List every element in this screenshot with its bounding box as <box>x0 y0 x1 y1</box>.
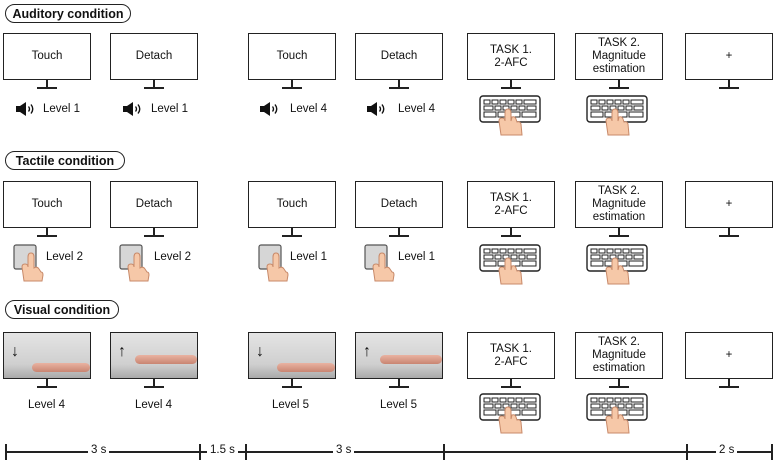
level-label: Level 4 <box>398 103 436 115</box>
speaker-icon <box>366 101 388 117</box>
level-label: Level 2 <box>46 251 84 263</box>
finger-video-frame: ↑ <box>355 332 443 379</box>
keyboard-icon <box>479 95 541 137</box>
finger-video-frame: ↑ <box>110 332 198 379</box>
monitor-screen: Detach <box>355 181 443 228</box>
touchpad-icon <box>257 243 291 283</box>
monitor-screen: Touch <box>248 33 336 80</box>
fixation-cross: + <box>685 332 773 379</box>
keyboard-icon <box>586 244 648 286</box>
timeline-axis <box>5 451 772 453</box>
timeline-tick <box>199 444 201 460</box>
touchpad-icon <box>118 243 152 283</box>
timeline-tick <box>686 444 688 460</box>
monitor-screen: TASK 1.2-AFC <box>467 33 555 80</box>
finger-video-frame: ↓ <box>248 332 336 379</box>
finger-video-frame: ↓ <box>3 332 91 379</box>
level-label: Level 4 <box>290 103 328 115</box>
level-label: Level 4 <box>28 399 66 411</box>
arrow-up-icon: ↑ <box>118 343 126 360</box>
timeline-duration-label: 3 s <box>88 444 110 456</box>
keyboard-icon <box>479 244 541 286</box>
keyboard-icon <box>586 393 648 435</box>
monitor-screen: Touch <box>3 33 91 80</box>
arrow-down-icon: ↓ <box>11 343 19 360</box>
arrow-up-icon: ↑ <box>363 343 371 360</box>
fixation-cross: + <box>685 181 773 228</box>
level-label: Level 1 <box>398 251 436 263</box>
keyboard-icon <box>479 393 541 435</box>
level-label: Level 1 <box>43 103 81 115</box>
monitor-screen: Detach <box>110 33 198 80</box>
keyboard-icon <box>586 95 648 137</box>
timeline-tick <box>443 444 445 460</box>
timeline-tick <box>245 444 247 460</box>
touchpad-icon <box>363 243 397 283</box>
monitor-screen: TASK 1.2-AFC <box>467 181 555 228</box>
level-label: Level 5 <box>380 399 418 411</box>
timeline-duration-label: 1.5 s <box>207 444 238 456</box>
auditory-condition-label: Auditory condition <box>5 4 131 23</box>
monitor-screen: Touch <box>3 181 91 228</box>
monitor-screen: Touch <box>248 181 336 228</box>
fixation-cross: + <box>685 33 773 80</box>
tactile-condition-label: Tactile condition <box>5 151 125 170</box>
level-label: Level 5 <box>272 399 310 411</box>
visual-condition-label: Visual condition <box>5 300 119 319</box>
monitor-screen: TASK 1.2-AFC <box>467 332 555 379</box>
timeline-tick <box>5 444 7 460</box>
timeline-duration-label: 2 s <box>716 444 738 456</box>
touchpad-icon <box>12 243 46 283</box>
timeline-tick <box>771 444 773 460</box>
level-label: Level 1 <box>151 103 189 115</box>
speaker-icon <box>122 101 144 117</box>
speaker-icon <box>259 101 281 117</box>
level-label: Level 2 <box>154 251 192 263</box>
timeline-duration-label: 3 s <box>333 444 355 456</box>
level-label: Level 1 <box>290 251 328 263</box>
monitor-screen: Detach <box>355 33 443 80</box>
monitor-screen: Detach <box>110 181 198 228</box>
speaker-icon <box>15 101 37 117</box>
arrow-down-icon: ↓ <box>256 343 264 360</box>
level-label: Level 4 <box>135 399 173 411</box>
